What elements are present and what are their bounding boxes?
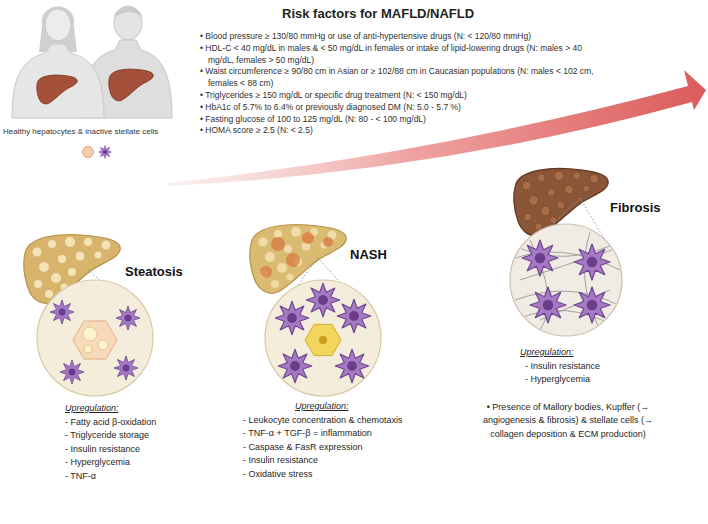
- upregulation-item: - TNF-α: [65, 470, 220, 484]
- risk-factor-item: • Triglycerides ≥ 150 mg/dL or specific …: [200, 90, 610, 102]
- stage-panel: NASH Upregulation:- Leukocyte concentrati…: [228, 200, 442, 490]
- upregulation-item: • Presence of Mallory bodies, Kupffer (→…: [470, 401, 666, 442]
- risk-factor-item: • HDL-C < 40 mg/dL in males & < 50 mg/dL…: [200, 43, 610, 67]
- upregulation-item: - Triglyceride storage: [65, 429, 220, 443]
- steatosis-zoom: [37, 280, 153, 396]
- text-column: • Blood pressure ≥ 130/80 mmHg or use of…: [200, 31, 610, 137]
- text-column: Upregulation:- Leukocyte concentration &…: [243, 400, 438, 481]
- text-column: Upregulation:- Fatty acid β-oxidation- T…: [65, 402, 220, 483]
- upregulation-item: - Caspase & FasR expression: [243, 441, 438, 455]
- stage-title: Steatosis: [125, 264, 183, 279]
- upregulation-item: Upregulation:: [470, 346, 574, 360]
- upregulation-item: Upregulation:: [243, 400, 349, 414]
- female-figure: [12, 7, 104, 119]
- risk-factor-item: • Fasting glucose of 100 to 125 mg/dL (N…: [200, 114, 610, 126]
- upregulation-item: - Hyperglycemia: [470, 373, 666, 387]
- healthy-cell-icons: [82, 145, 112, 158]
- risk-factor-item: • Waist circumference ≥ 90/80 cm in Asia…: [200, 66, 610, 90]
- upregulation-item: Upregulation:: [65, 402, 119, 416]
- stage-panel: SteatosisUpregulation:- Fatty acid β-oxi…: [10, 200, 225, 490]
- upregulation-item: - Insulin resistance: [65, 443, 220, 457]
- upregulation-item: - Fatty acid β-oxidation: [65, 416, 220, 430]
- upregulation-item: - Insulin resistance: [470, 360, 666, 374]
- nash-zoom: [265, 280, 381, 396]
- upregulation-item: - Insulin resistance: [243, 454, 438, 468]
- risk-factor-item: • HbA1c of 5.7% to 6.4% or previously di…: [200, 102, 610, 114]
- text-column: Upregulation:- Insulin resistance- Hyper…: [470, 346, 666, 441]
- caption-label: Healthy hepatocytes & inactive stellate …: [3, 127, 158, 136]
- stage-panel: FibrosisUpregulation:- Insulin resistanc…: [468, 150, 704, 490]
- upregulation-item: - Leukocyte concentration & chemotaxis: [243, 414, 438, 428]
- upregulation-item: - Hyperglycemia: [65, 456, 220, 470]
- risk-factor-panel: Risk factors for MAFLD/NAFLD • Blood pres…: [196, 4, 616, 144]
- upregulation-item: - Oxidative stress: [243, 468, 438, 482]
- stage-title: Fibrosis: [610, 200, 661, 215]
- risk-factor-item: • Blood pressure ≥ 130/80 mmHg or use of…: [200, 31, 610, 43]
- upregulation-item: - TNF-α + TGF-β = inflammation: [243, 427, 438, 441]
- panel-title: Risk factors for MAFLD/NAFLD: [282, 6, 474, 21]
- stage-title: NASH: [350, 247, 387, 262]
- risk-factor-item: • HOMA score ≥ 2.5 (N: < 2.5): [200, 125, 610, 137]
- fibrosis-zoom: [510, 224, 622, 336]
